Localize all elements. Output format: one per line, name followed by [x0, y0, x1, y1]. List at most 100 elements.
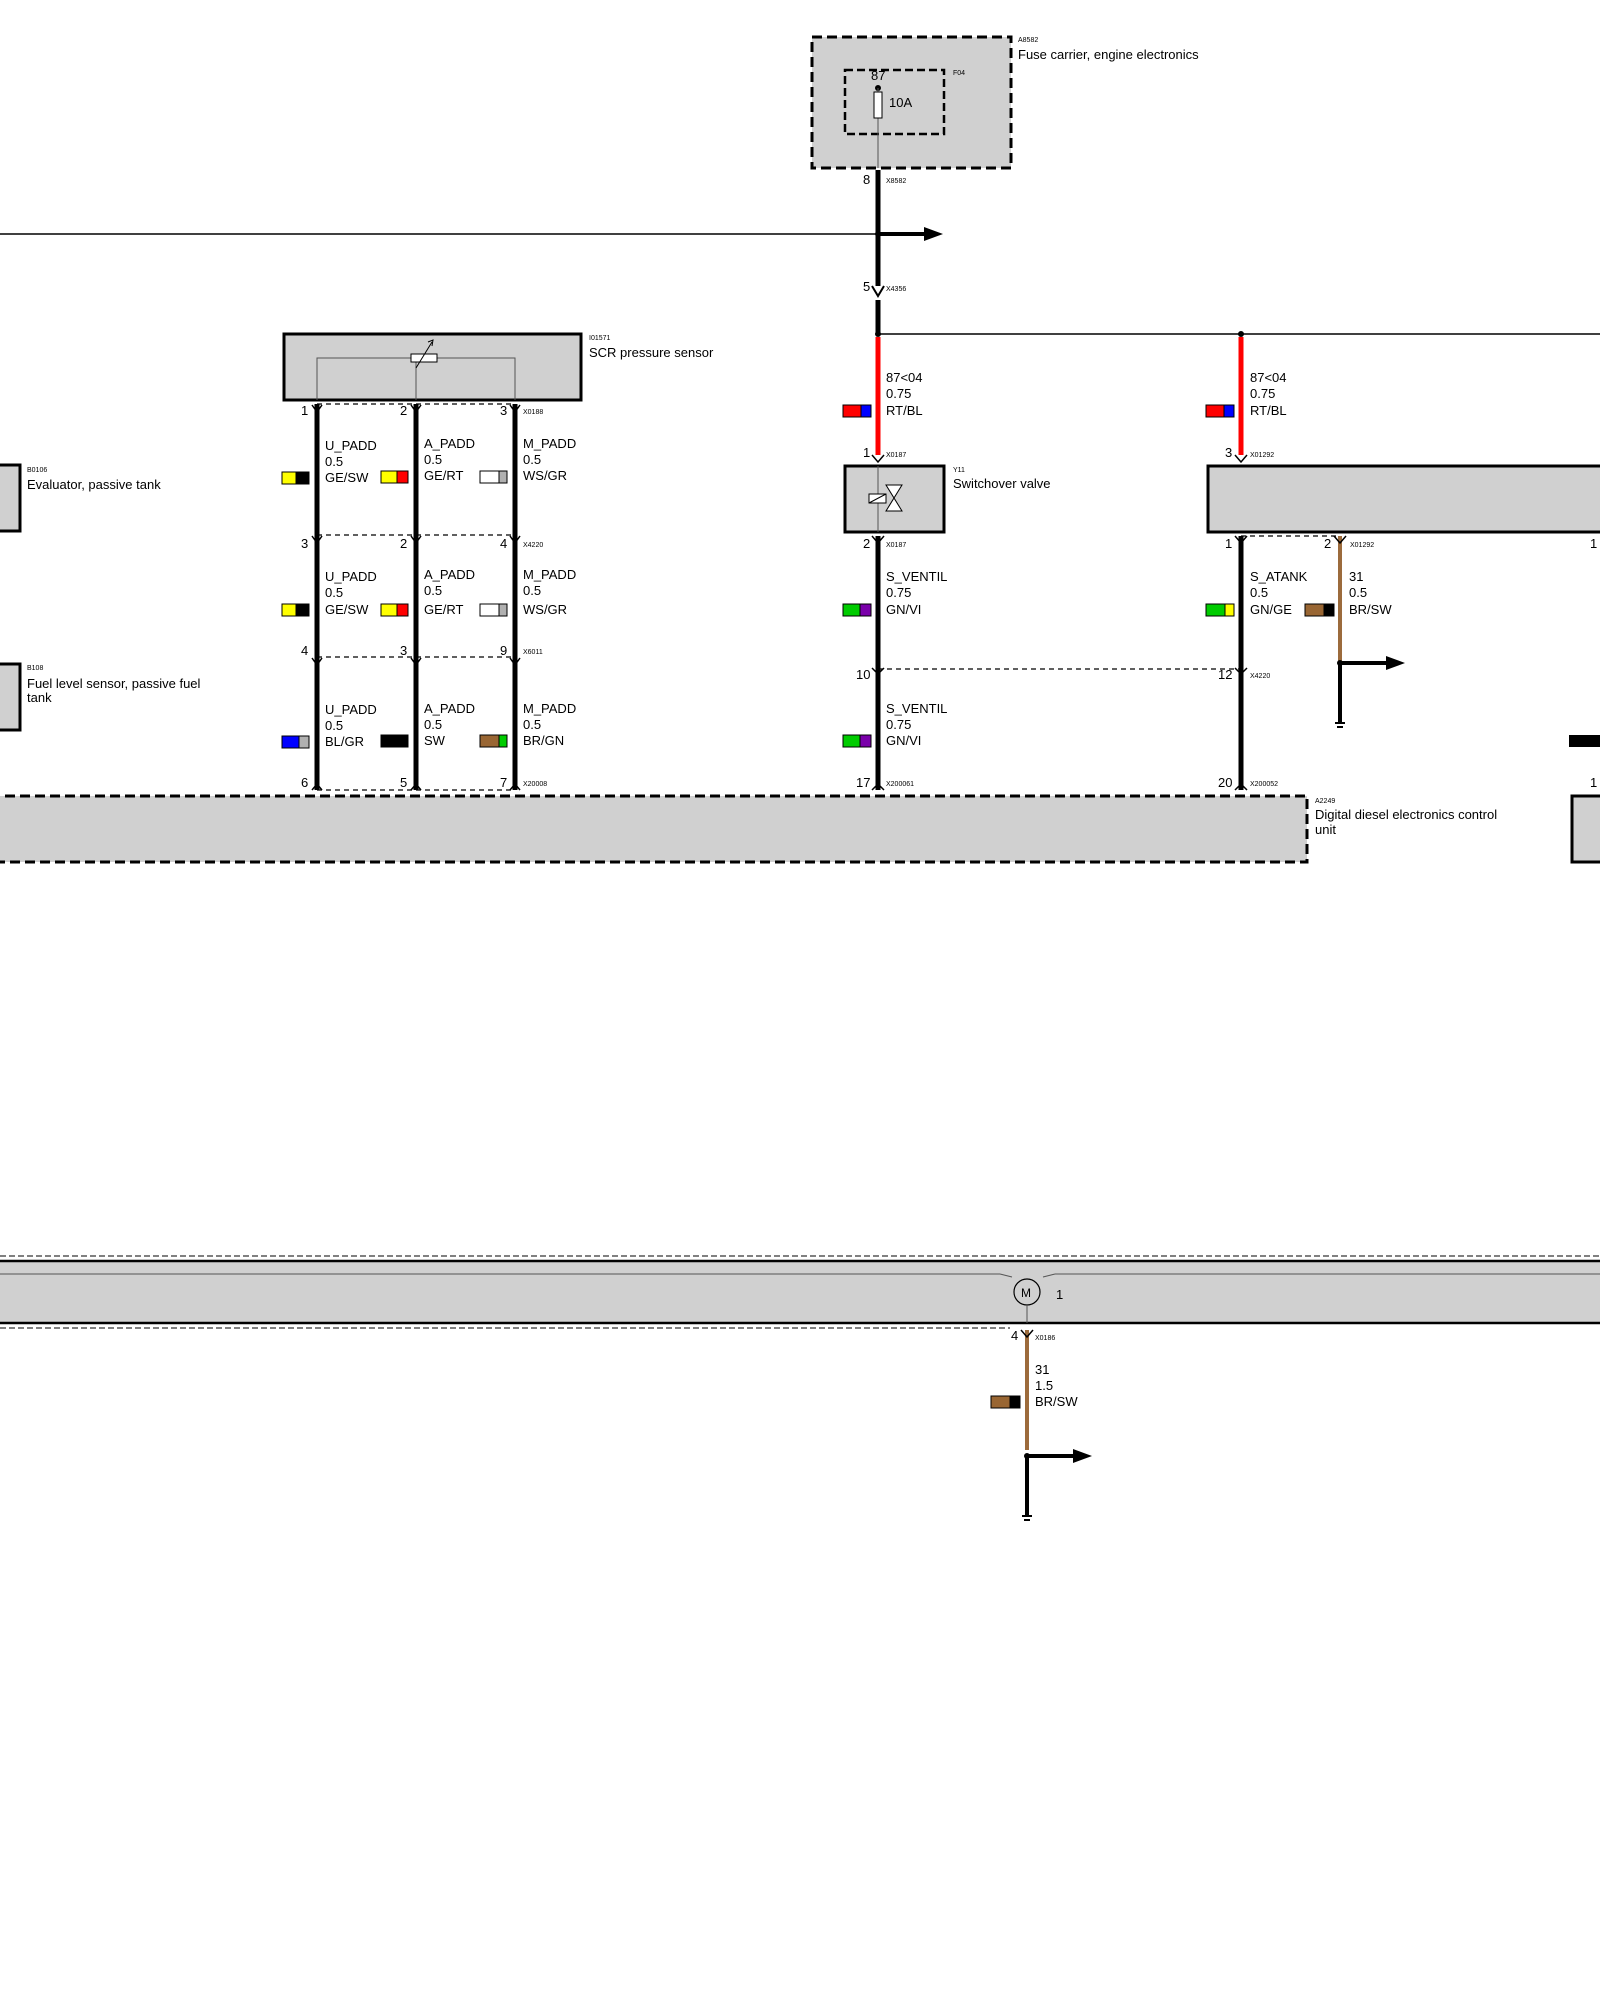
x4220-right-connector: X4220 [1250, 673, 1270, 680]
color-swatch [1224, 603, 1235, 617]
x6011-pin-9: 9 [500, 643, 507, 658]
wire-signal: A_PADD [424, 436, 475, 451]
dde-box [0, 794, 1309, 864]
x200052-connector: X200052 [1250, 781, 1278, 788]
wire-color: GE/RT [424, 468, 464, 483]
scr-pressure-sensor: I01571 SCR pressure sensor [282, 332, 714, 402]
valve-pin-10: 10 [856, 667, 870, 682]
wire-color: BL/GR [325, 734, 364, 749]
arrow-icon [1073, 1449, 1092, 1463]
right-pin-3: 3 [1225, 445, 1232, 460]
right-supply-size: 0.75 [1250, 386, 1275, 401]
wire-color: GE/SW [325, 470, 369, 485]
x6011-pin-3: 3 [400, 643, 407, 658]
fuse-id: F04 [953, 70, 965, 77]
color-swatch [1223, 404, 1235, 418]
far-right-pin-2: 1 [1590, 775, 1597, 790]
valve-pin-1: 1 [863, 445, 870, 460]
color-swatch [859, 603, 872, 617]
color-swatch [1569, 735, 1600, 747]
valve-pin-17: 17 [856, 775, 870, 790]
wire-size: 0.5 [424, 583, 442, 598]
fuel-sensor-name-2: tank [27, 690, 52, 705]
wire-signal: U_PADD [325, 702, 377, 717]
color-swatch [380, 734, 409, 748]
x20008-pin-7: 7 [500, 775, 507, 790]
valve-ctrl2-signal: S_VENTIL [886, 701, 947, 716]
color-swatch [281, 471, 297, 485]
fuel-level-sensor: B108 Fuel level sensor, passive fuel tan… [0, 662, 201, 732]
color-swatch [1304, 603, 1325, 617]
right-pin-20: 20 [1218, 775, 1232, 790]
color-swatch [1205, 603, 1226, 617]
fuse-pin: 87 [871, 68, 885, 83]
junction-pin: 5 [863, 279, 870, 294]
fuse-carrier: A8582 Fuse carrier, engine electronics F… [810, 35, 1199, 187]
right-unit-box [1206, 464, 1600, 534]
x4220-pin-2: 2 [400, 536, 407, 551]
ground-motor-color: BR/SW [1035, 1394, 1078, 1409]
color-swatch [479, 734, 500, 748]
wire-color: GE/SW [325, 602, 369, 617]
wire-color: WS/GR [523, 602, 567, 617]
color-swatch [281, 735, 300, 749]
motor-module: M 1 [0, 1255, 1600, 1329]
wire-signal: A_PADD [424, 701, 475, 716]
dde-id: A2249 [1315, 798, 1335, 805]
color-swatch [1009, 1395, 1021, 1409]
valve-ctrl-size: 0.75 [886, 585, 911, 600]
ground-right-size: 0.5 [1349, 585, 1367, 600]
valve-ctrl2-color: GN/VI [886, 733, 921, 748]
right-pin-2: 2 [1324, 536, 1331, 551]
motor-pin: 1 [1056, 1287, 1063, 1302]
fuse-carrier-pin: 8 [863, 172, 870, 187]
color-swatch [842, 734, 861, 748]
color-swatch [1323, 603, 1335, 617]
valve-conn-in: X0187 [886, 452, 906, 459]
color-swatch [396, 470, 409, 484]
x6011-connector: X6011 [523, 649, 543, 656]
atank-size: 0.5 [1250, 585, 1268, 600]
color-swatch [842, 603, 861, 617]
fuse-carrier-id: A8582 [1018, 37, 1038, 44]
fuse-rating: 10A [889, 95, 912, 110]
valve-supply-signal: 87<04 [886, 370, 923, 385]
x200061-connector: X200061 [886, 781, 914, 788]
right-supply-signal: 87<04 [1250, 370, 1287, 385]
scr-pin-3: 3 [500, 403, 507, 418]
color-swatch [859, 734, 872, 748]
wire-size: 0.5 [523, 452, 541, 467]
color-swatch [990, 1395, 1011, 1409]
scr-connector: X0188 [523, 409, 543, 416]
color-swatch [281, 603, 297, 617]
wire-signal: M_PADD [523, 567, 576, 582]
wire-color: WS/GR [523, 468, 567, 483]
x20008-connector: X20008 [523, 781, 547, 788]
wire-size: 0.5 [523, 583, 541, 598]
wire-color: SW [424, 733, 446, 748]
wire-signal: U_PADD [325, 438, 377, 453]
scr-sensor-id: I01571 [589, 335, 611, 342]
evaluator-name: Evaluator, passive tank [27, 477, 161, 492]
wire-size: 0.5 [325, 585, 343, 600]
color-swatch [479, 603, 500, 617]
color-swatch [396, 603, 409, 617]
dde-name-2: unit [1315, 822, 1336, 837]
scr-pin-1: 1 [301, 403, 308, 418]
color-swatch [380, 603, 398, 617]
svg-text:M: M [1021, 1286, 1031, 1300]
wire-size: 0.5 [424, 717, 442, 732]
fuse-carrier-name: Fuse carrier, engine electronics [1018, 47, 1199, 62]
ground-motor-signal: 31 [1035, 1362, 1049, 1377]
x0186-connector: X0186 [1035, 1335, 1055, 1342]
valve-supply-color: RT/BL [886, 403, 923, 418]
x4220-pin-4: 4 [500, 536, 507, 551]
scr-pin-2: 2 [400, 403, 407, 418]
far-right-box [1570, 794, 1600, 864]
switchover-valve: Y11 Switchover valve [843, 464, 1051, 534]
wire-color: GE/RT [424, 602, 464, 617]
color-swatch [295, 471, 310, 485]
valve-box [843, 464, 946, 534]
dde-name: Digital diesel electronics control [1315, 807, 1497, 822]
